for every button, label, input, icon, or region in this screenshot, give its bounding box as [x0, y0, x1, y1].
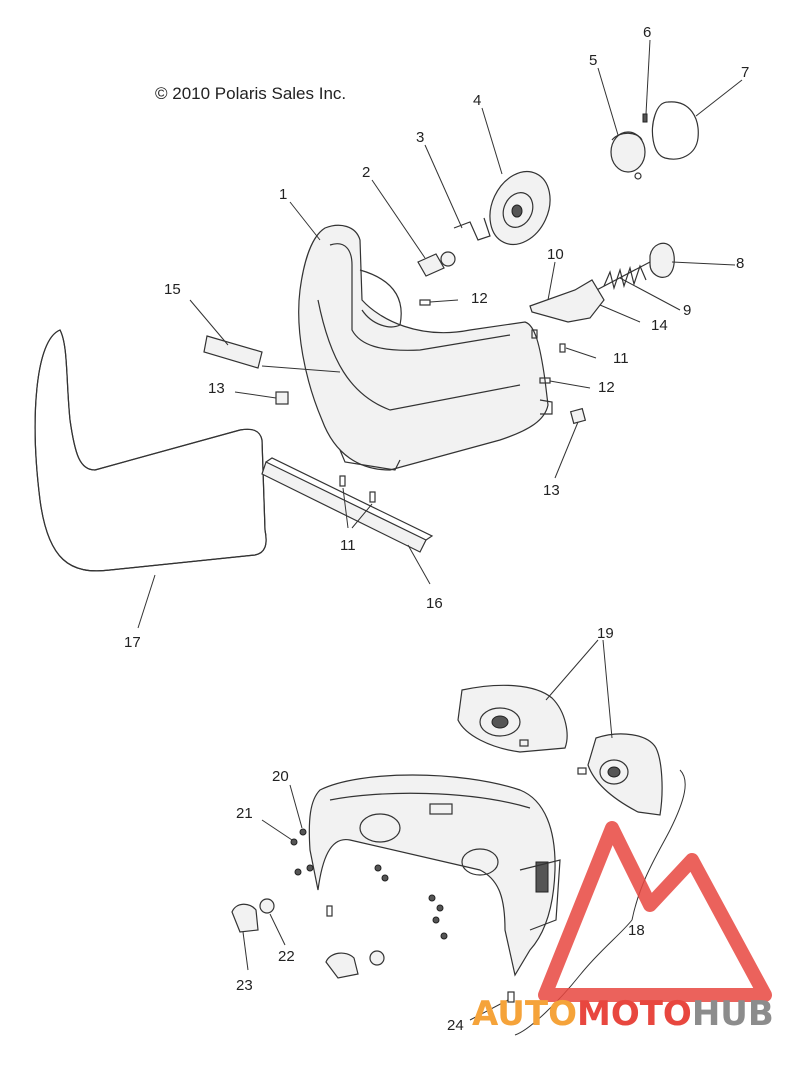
callout-4: 4: [473, 92, 481, 109]
part-9-spring: [603, 264, 647, 291]
part-1-headlight-housing: [298, 224, 553, 471]
callout-labels: 1 2 3 4 5 6 7 8 9 10 11 11 12 12 13 13 1…: [124, 24, 749, 1034]
callout-22: 22: [278, 948, 295, 965]
callout-1: 1: [279, 186, 287, 203]
part-5-lamp: [610, 131, 646, 180]
part-6-screw: [642, 113, 648, 123]
part-23-sockets: [231, 903, 359, 979]
part-3-clip: [453, 217, 491, 241]
part-19-taillight-right: [587, 733, 663, 816]
upper-leader-lines: [137, 39, 743, 629]
callout-19: 19: [597, 625, 614, 642]
part-10-bracket: [529, 279, 605, 323]
part-4-reflector: [489, 170, 551, 246]
copyright-text: © 2010 Polaris Sales Inc.: [155, 84, 346, 103]
part-18-rear-housing: [308, 774, 561, 977]
part-16-foam-strip: [261, 457, 434, 553]
callout-15: 15: [164, 281, 181, 298]
callout-9: 9: [683, 302, 691, 319]
callout-3: 3: [416, 129, 424, 146]
watermark-moto: MOTO: [577, 994, 692, 1034]
part-13-nuts: [275, 391, 587, 425]
callout-13b: 13: [543, 482, 560, 499]
callout-23: 23: [236, 977, 253, 994]
part-2-bulb: [417, 251, 456, 277]
callout-11b: 11: [340, 537, 356, 554]
watermark-text: AUTOMOTOHUB: [472, 994, 774, 1034]
part-15-foam-pad: [203, 335, 263, 369]
part-17-gasket: [34, 329, 267, 572]
callout-8: 8: [736, 255, 744, 272]
callout-16: 16: [426, 595, 443, 612]
callout-18: 18: [628, 922, 645, 939]
callout-5: 5: [589, 52, 597, 69]
callout-24: 24: [447, 1017, 464, 1034]
callout-12b: 12: [598, 379, 615, 396]
callout-17: 17: [124, 634, 141, 651]
part-7-seal-ring: [651, 101, 699, 160]
callout-2: 2: [362, 164, 370, 181]
callout-10: 10: [547, 246, 564, 263]
callout-6: 6: [643, 24, 651, 41]
watermark-triangle-icon: [538, 821, 772, 1002]
part-8-adjuster-knob: [649, 242, 675, 278]
part-22-bulbs: [259, 898, 385, 966]
callout-14: 14: [651, 317, 668, 334]
part-11-clips: [339, 329, 566, 503]
part-20-21-fasteners: [290, 739, 587, 940]
callout-13a: 13: [208, 380, 225, 397]
callout-20: 20: [272, 768, 289, 785]
part-12-bolts: [419, 299, 551, 384]
callout-11a: 11: [613, 350, 629, 367]
watermark-auto: AUTO: [472, 994, 577, 1034]
part-24-screw: [507, 991, 515, 1003]
callout-12a: 12: [471, 290, 488, 307]
callout-7: 7: [741, 64, 749, 81]
callout-21: 21: [236, 805, 253, 822]
part-19-taillight-left: [457, 684, 568, 753]
lower-leader-lines: [242, 639, 686, 1036]
watermark-logo: [538, 821, 772, 1002]
watermark-hub: HUB: [692, 994, 774, 1034]
